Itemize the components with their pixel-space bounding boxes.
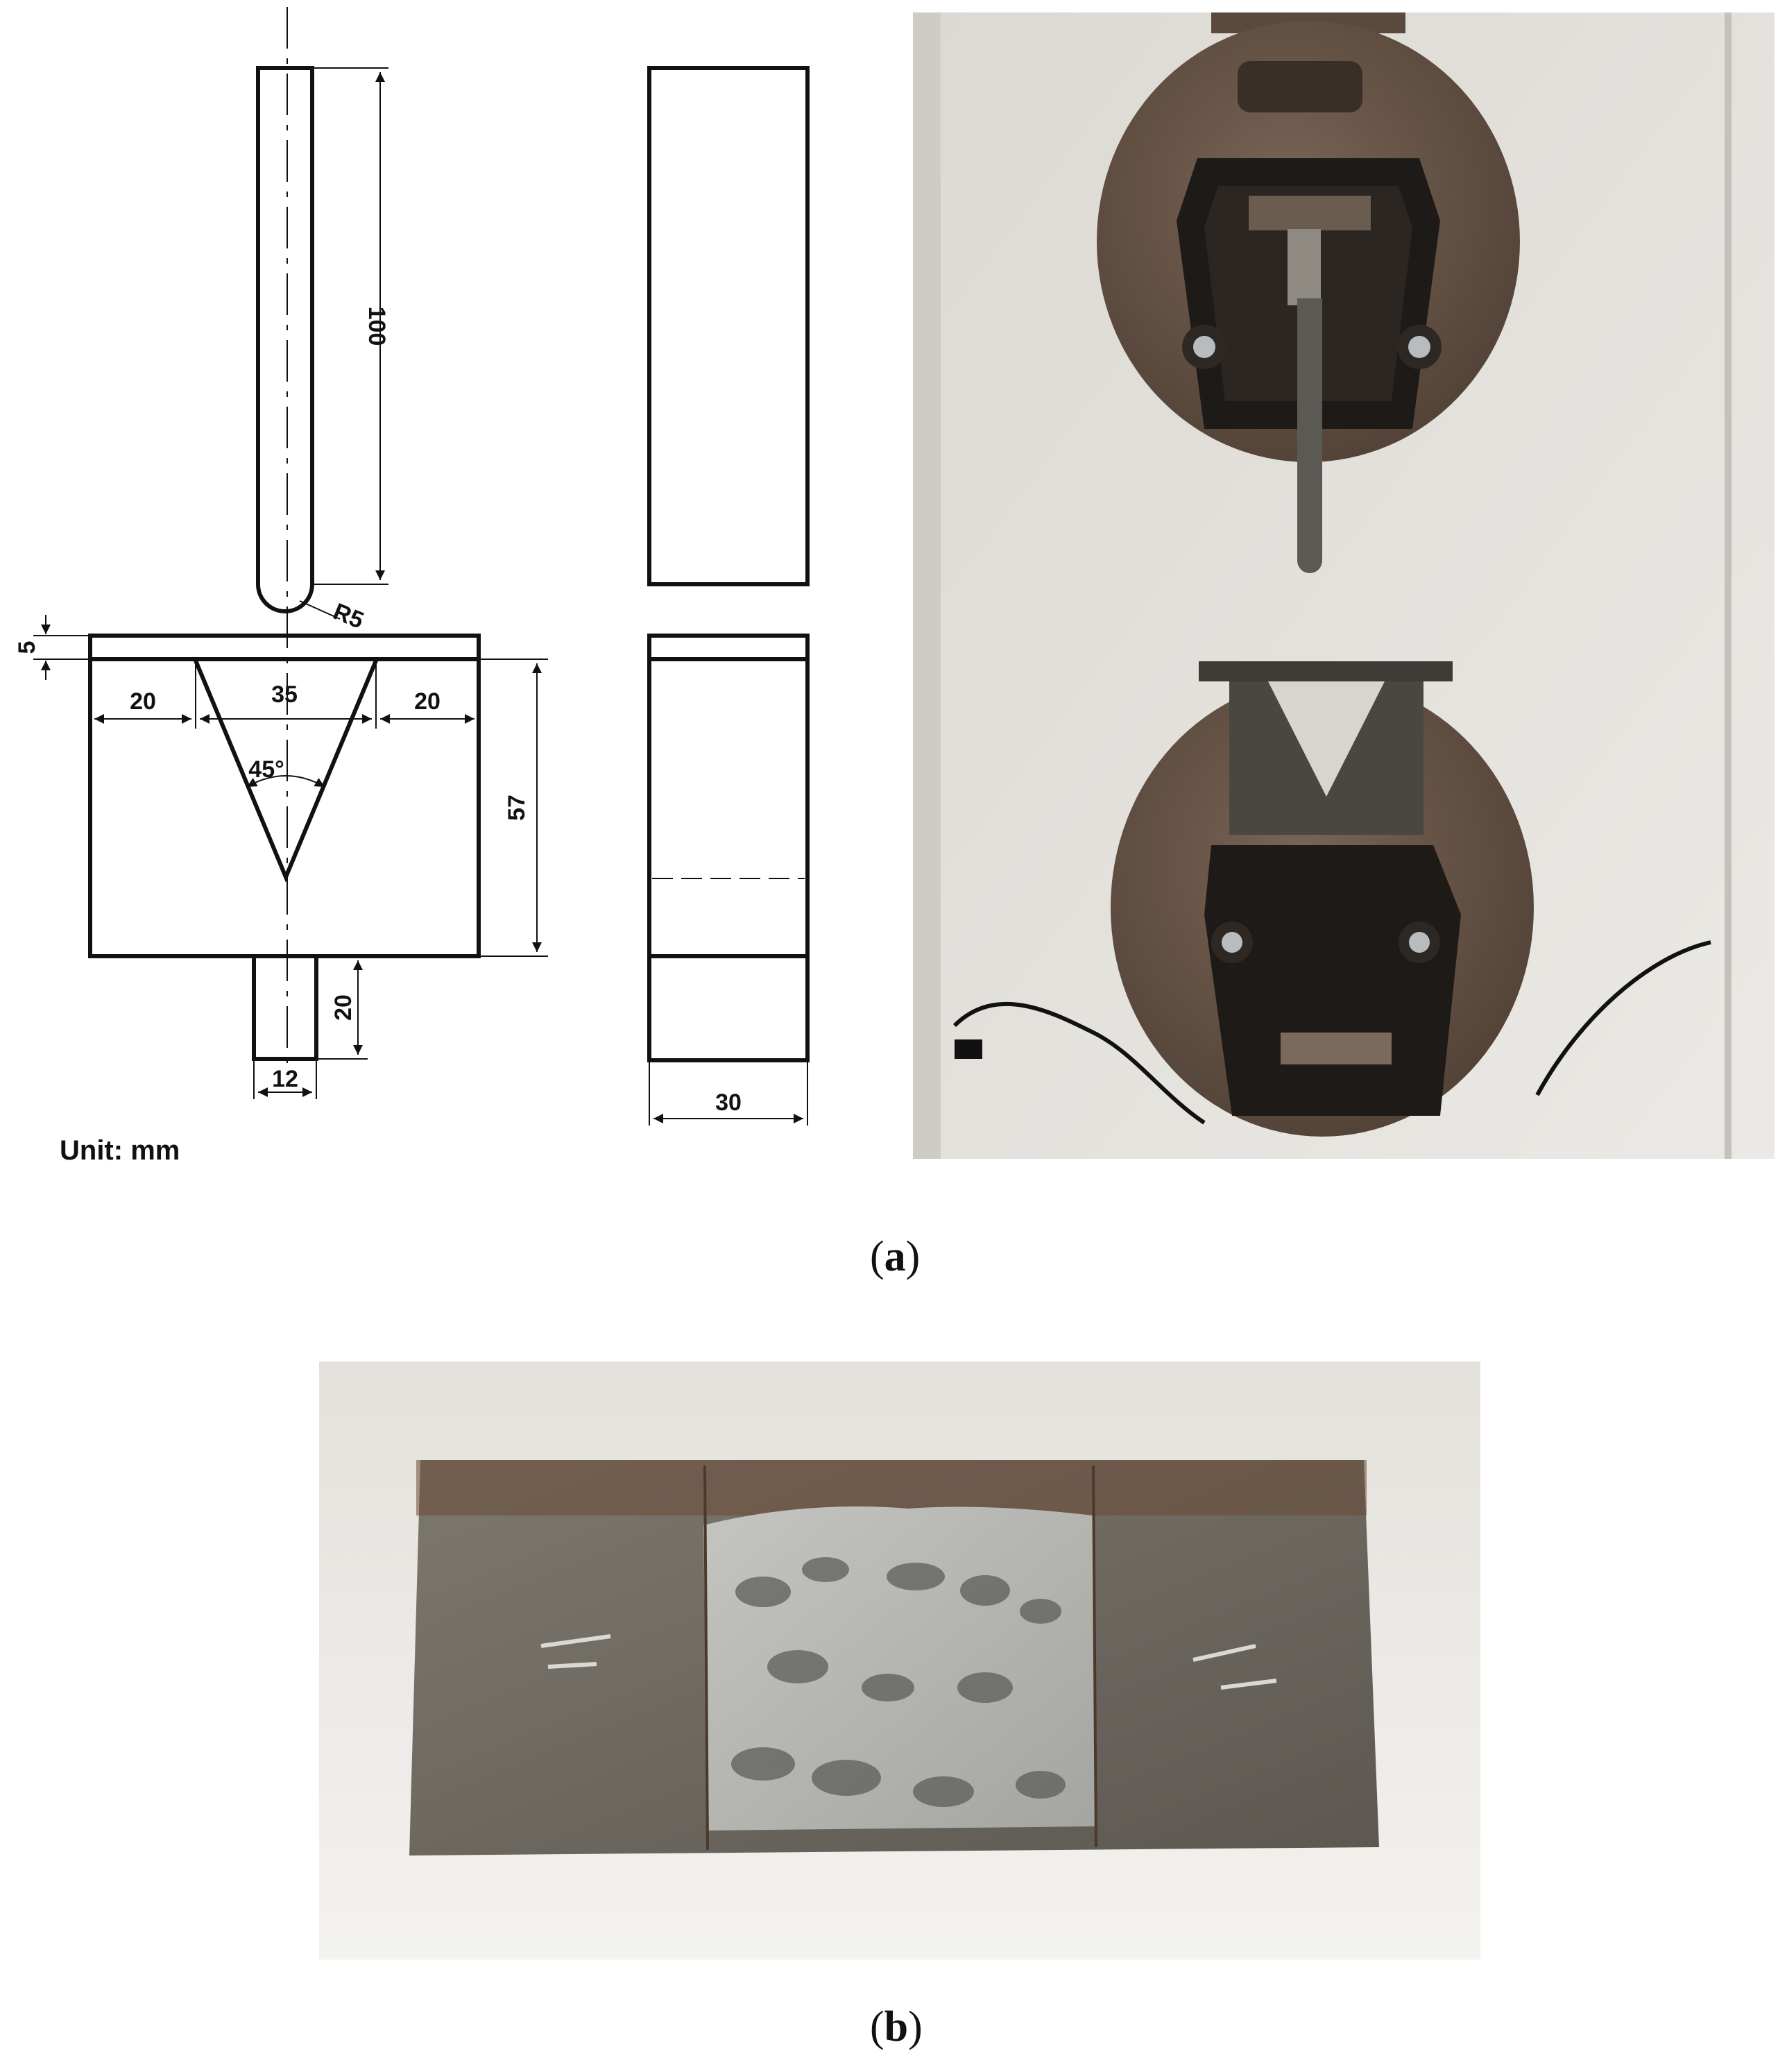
v-groove: [194, 659, 378, 883]
dim-punch-length: 100: [364, 307, 390, 346]
dim-groove-width: 35: [271, 681, 298, 708]
shank-outline: [252, 954, 318, 1061]
dim-left-width: 20: [130, 688, 156, 715]
plate-outline: [88, 634, 481, 661]
front-dimension-lines: [33, 67, 548, 1099]
side-view: [647, 66, 810, 1126]
side-punch-outline: [647, 66, 810, 586]
dim-plate-thickness: 5: [14, 641, 40, 654]
dim-shank-width: 12: [272, 1066, 298, 1092]
punch-outline: [256, 66, 314, 613]
caption-b: (b): [870, 2003, 923, 2050]
dim-punch-radius: R5: [330, 598, 368, 634]
unit-label: Unit: mm: [60, 1135, 180, 1166]
caption-a-letter: a: [884, 1233, 906, 1280]
side-die-outline: [647, 634, 810, 1062]
dim-side-width: 30: [715, 1089, 742, 1116]
caption-a: (a): [870, 1233, 921, 1280]
fractured-specimen-photo: [319, 1361, 1480, 1960]
dim-shank-length: 20: [330, 994, 357, 1021]
caption-b-letter: b: [884, 2003, 909, 2050]
dim-groove-angle: 45°: [248, 756, 284, 783]
front-view: [88, 7, 481, 1069]
test-machine-photo: [913, 12, 1775, 1159]
dim-die-height: 57: [504, 795, 530, 821]
dim-right-width: 20: [414, 688, 441, 715]
